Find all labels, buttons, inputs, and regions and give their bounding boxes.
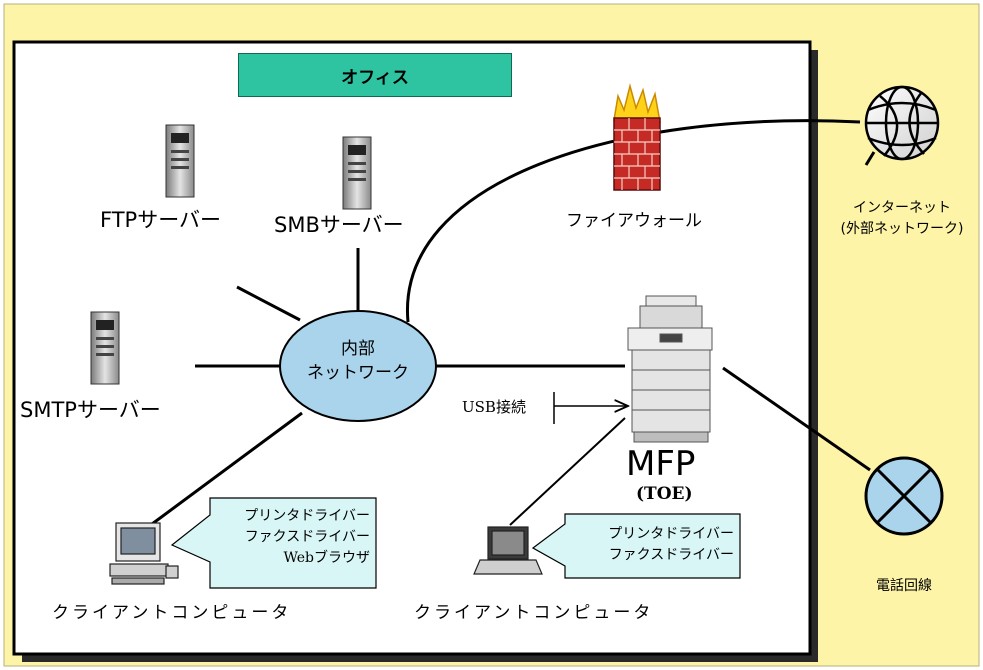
- ftp-server-label: FTPサーバー: [100, 208, 221, 232]
- globe-icon: [864, 85, 940, 166]
- internal-network-label-line1: 内部: [341, 339, 375, 359]
- firewall-icon: [613, 83, 661, 191]
- mfp-label: MFP: [626, 444, 696, 484]
- phone-line-icon: [864, 456, 944, 536]
- desktop-computer-icon: [109, 522, 179, 585]
- internet-label-line1: インターネット: [853, 200, 951, 216]
- laptop-software-list: プリンタドライバー ファクスドライバー: [566, 524, 734, 566]
- office-title: オフィス: [238, 53, 512, 97]
- usb-connection-arrow: [553, 392, 628, 424]
- client-laptop-label: クライアントコンピュータ: [414, 603, 654, 623]
- smtp-server-icon: [90, 311, 120, 385]
- internal-network-label: 内部 ネットワーク: [298, 337, 418, 385]
- internal-network-node: [279, 310, 437, 422]
- desktop-software-item: Webブラウザ: [283, 550, 371, 566]
- line-phone: [722, 366, 871, 472]
- usb-connection-label: USB接続: [462, 398, 526, 416]
- laptop-software-callout: [531, 513, 741, 579]
- internet-label-line2: (外部ネットワーク): [840, 221, 964, 237]
- desktop-software-list: プリンタドライバー ファクスドライバー Webブラウザ: [212, 506, 370, 569]
- line-client-desktop: [151, 411, 303, 526]
- laptop-computer-icon: [473, 526, 543, 575]
- mfp-toe-label: (TOE): [636, 484, 693, 504]
- smtp-server-label: SMTPサーバー: [20, 398, 161, 422]
- desktop-software-callout: [170, 497, 377, 589]
- connection-lines: [151, 119, 871, 526]
- mfp-printer-icon: [627, 295, 713, 443]
- smb-server-label: SMBサーバー: [274, 213, 404, 237]
- desktop-software-item: ファクスドライバー: [244, 529, 370, 545]
- line-ftp: [236, 285, 301, 322]
- phone-line-label: 電話回線: [876, 578, 932, 594]
- ftp-server-icon: [165, 124, 195, 198]
- laptop-software-item: プリンタドライバー: [608, 526, 734, 542]
- line-client-laptop: [509, 417, 626, 526]
- firewall-label: ファイアウォール: [566, 211, 702, 231]
- internet-label: インターネット (外部ネットワーク): [820, 198, 983, 240]
- smb-server-icon: [342, 136, 372, 210]
- client-desktop-label: クライアントコンピュータ: [52, 603, 292, 623]
- line-internet: [406, 119, 861, 323]
- internal-network-label-line2: ネットワーク: [307, 363, 409, 383]
- desktop-software-item: プリンタドライバー: [244, 508, 370, 524]
- laptop-software-item: ファクスドライバー: [608, 547, 734, 563]
